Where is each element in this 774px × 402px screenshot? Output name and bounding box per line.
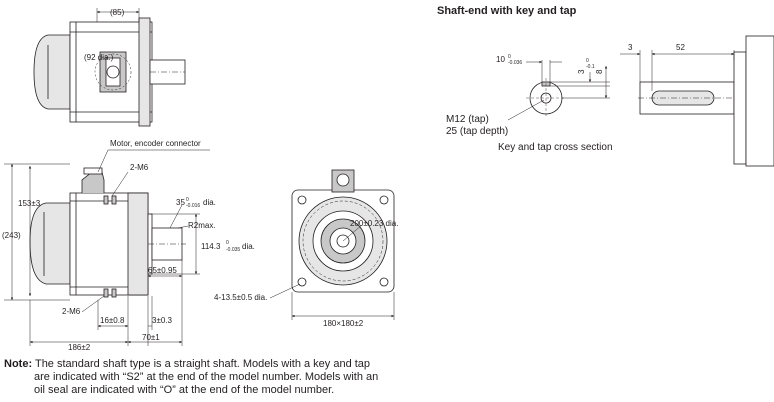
dim-153: 153±3: [18, 199, 41, 208]
dim-35: 35: [176, 198, 185, 207]
side-view-dim-lines: [4, 149, 210, 346]
dim-65: 65±0.95: [148, 266, 177, 275]
dim-3: 3±0.3: [152, 316, 173, 325]
dim-85: (85): [110, 8, 125, 17]
dim-35-unit: dia.: [203, 198, 216, 207]
front-view-flange: [291, 169, 395, 293]
dim-200-dia: 200±0.23 dia.: [350, 219, 398, 228]
dim-35-tol-top: 0: [186, 197, 189, 203]
note-block: Note: The standard shaft type is a strai…: [4, 358, 424, 397]
dim-3-tol-top: 0: [586, 58, 589, 64]
note-line-1: The standard shaft type is a straight sh…: [34, 358, 371, 370]
dim-114-tol-top: 0: [226, 240, 229, 246]
m12-tap-label: M12 (tap): [446, 114, 489, 125]
motor-connector-label: Motor, encoder connector: [110, 139, 201, 148]
dim-16: 16±0.8: [100, 316, 125, 325]
dim-8: 8: [595, 69, 604, 74]
dim-70: 70±1: [142, 333, 160, 342]
front-view-dim-lines: [269, 224, 395, 320]
tap-depth-label: 25 (tap depth): [446, 126, 508, 137]
dim-92-dia: (92 dia.): [84, 53, 114, 62]
dim-35-tol-bot: -0.016: [186, 203, 200, 209]
dim-114-unit: dia.: [242, 242, 255, 251]
dim-243: (243): [2, 231, 21, 240]
key-dim-lines: [507, 60, 610, 121]
r2max-label: R2max.: [188, 221, 216, 230]
top-view-motor: [33, 17, 186, 127]
dim-3-shaft: 3: [628, 43, 633, 52]
note-prefix: Note:: [4, 358, 33, 370]
dim-180x180: 180×180±2: [323, 319, 364, 328]
shaft-side-view: [638, 35, 774, 167]
note-line-2: are indicated with “S2” at the end of th…: [34, 371, 379, 383]
dim-10-tol-top: 0: [508, 54, 511, 60]
dim-10: 10: [496, 55, 505, 64]
dim-3-key: 3: [577, 69, 586, 74]
dim-186: 186±2: [68, 343, 91, 352]
key-cross-section: [526, 78, 566, 118]
m6-bottom-label: 2-M6: [62, 307, 81, 316]
m6-top-label: 2-M6: [130, 163, 149, 172]
dim-85-line: [96, 8, 140, 22]
dim-52: 52: [676, 43, 685, 52]
shaft-end-title: Shaft-end with key and tap: [437, 5, 577, 17]
note-line-3: oil seal are indicated with “O” at the e…: [34, 384, 335, 396]
dim-4-13-5-dia: 4-13.5±0.5 dia.: [214, 293, 267, 302]
dim-3-tol-bot: -0.1: [586, 64, 595, 70]
dim-10-tol-bot: -0.036: [508, 60, 522, 66]
key-section-caption: Key and tap cross section: [498, 142, 613, 153]
side-view-motor: [29, 167, 186, 298]
dim-114-tol-bot: -0.035: [226, 247, 240, 253]
dim-114: 114.3: [201, 242, 221, 251]
shaft-dim-lines: [620, 50, 735, 91]
